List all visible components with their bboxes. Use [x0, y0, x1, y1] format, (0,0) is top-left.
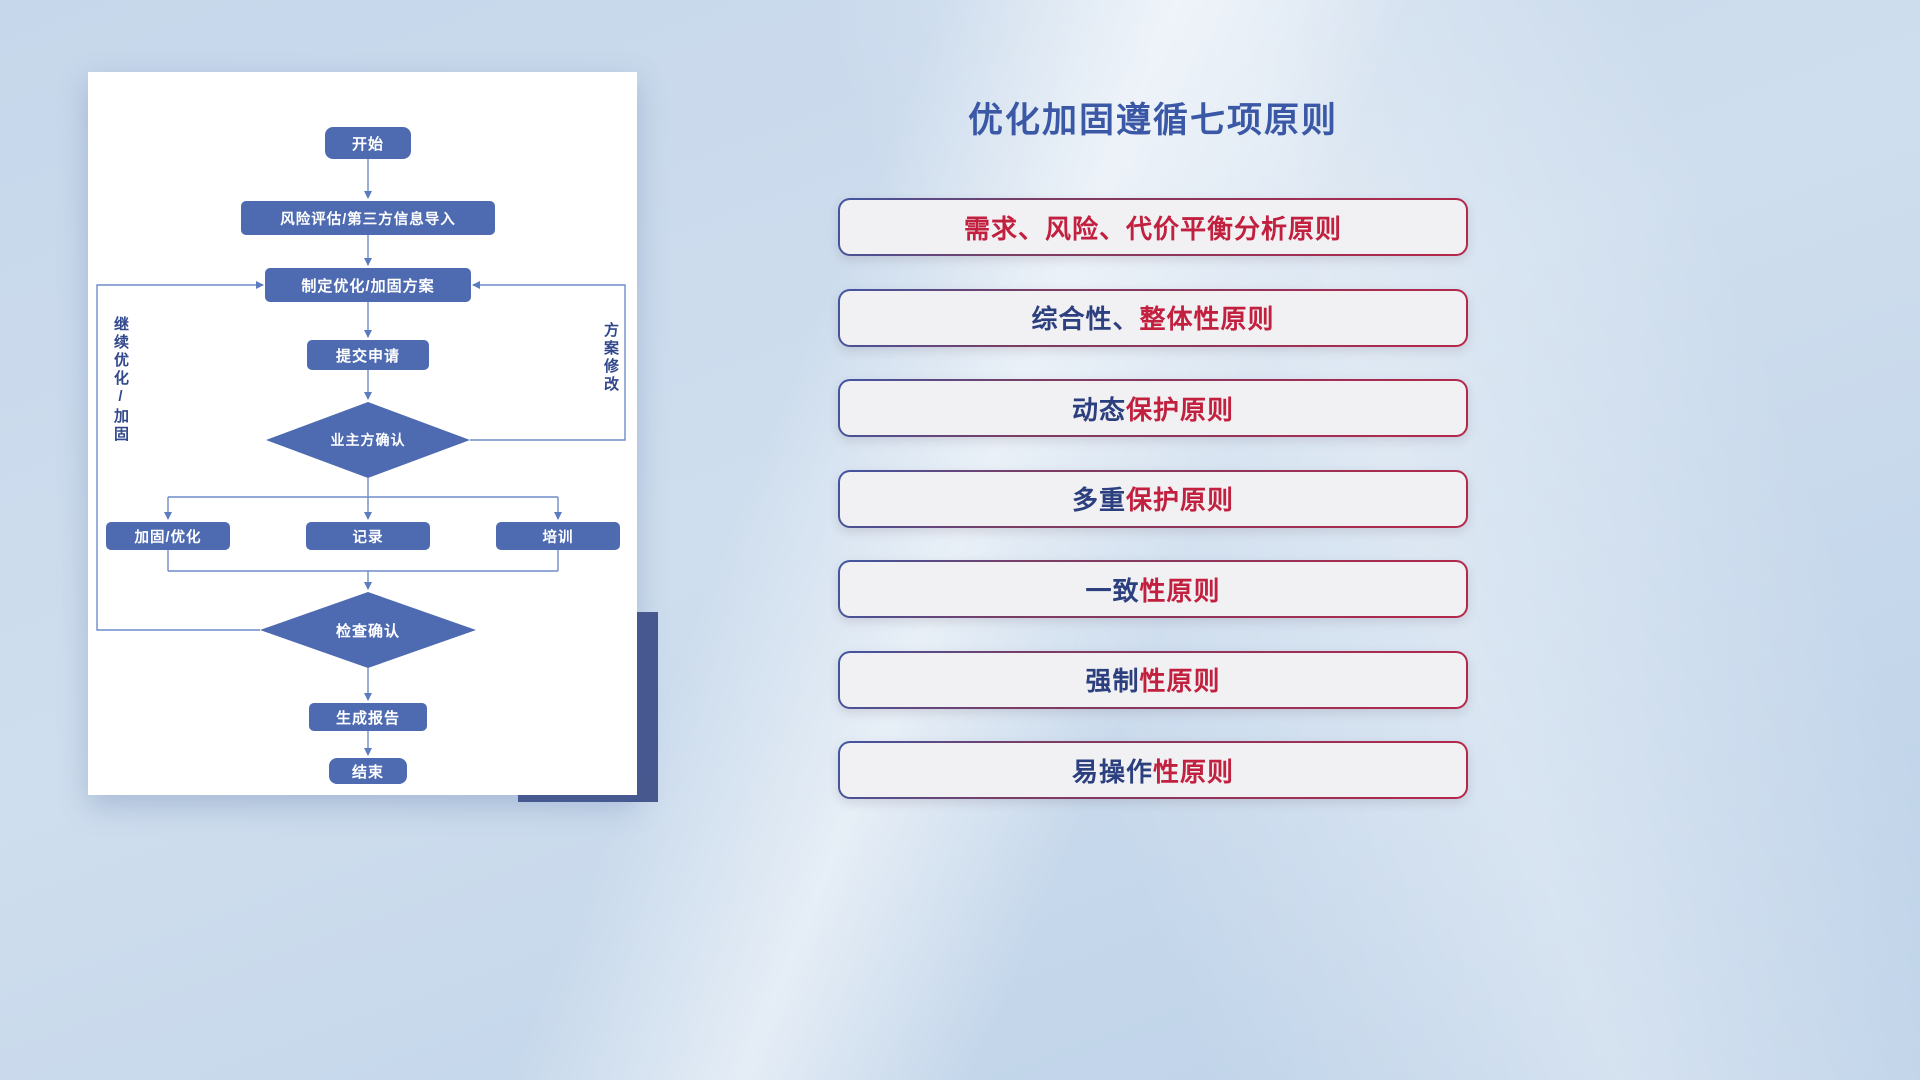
principle-text-red: 性原则: [1139, 575, 1221, 606]
loop-label-plan-revise: 方案修改: [602, 322, 619, 394]
principle-label: 动态保护原则: [840, 381, 1466, 435]
flow-node-owner-confirm: 业主方确认: [330, 432, 406, 448]
decision-diamond-owner-confirm: [266, 402, 470, 478]
principle-text-navy: 强制: [1085, 666, 1140, 696]
principle-item: 综合性、整体性原则: [838, 288, 1468, 347]
principle-text-red: 整体性原则: [1139, 304, 1275, 334]
principle-label: 一致性原则: [840, 562, 1466, 616]
principle-text-navy: 综合性、: [1031, 304, 1140, 334]
principle-item: 一致性原则: [838, 560, 1468, 618]
flow-node-risk-import: 风险评估/第三方信息导入: [241, 201, 495, 235]
flow-node-report: 生成报告: [309, 703, 427, 731]
principle-text-red: 保护原则: [1126, 394, 1235, 425]
flow-node-reinforce: 加固/优化: [106, 522, 230, 550]
principle-label: 强制性原则: [840, 652, 1466, 707]
principle-label: 多重保护原则: [840, 471, 1466, 526]
flow-node-make-plan: 制定优化/加固方案: [265, 268, 471, 302]
principle-item: 多重保护原则: [838, 469, 1468, 528]
principle-item: 动态保护原则: [838, 379, 1468, 437]
principle-text-red: 性原则: [1153, 756, 1235, 787]
connector-lines: [96, 159, 626, 756]
decision-diamond-check-confirm: [260, 592, 476, 668]
principle-label: 综合性、整体性原则: [840, 290, 1466, 345]
principles-title: 优化加固遵循七项原则: [967, 101, 1338, 140]
flowchart-connectors: [96, 159, 626, 756]
principle-text-red: 性原则: [1139, 666, 1221, 696]
principle-text-navy: 易操作: [1071, 756, 1153, 787]
flow-node-start: 开始: [325, 127, 411, 159]
principle-text-navy: 一致: [1085, 575, 1140, 606]
principle-item: 易操作性原则: [838, 741, 1468, 799]
principle-label: 易操作性原则: [840, 743, 1466, 797]
principle-text-red: 保护原则: [1126, 485, 1235, 515]
principle-text-navy: 多重: [1071, 485, 1126, 515]
principle-item: 强制性原则: [838, 650, 1468, 709]
principle-item: 需求、风险、代价平衡分析原则: [838, 198, 1468, 256]
flow-node-training: 培训: [496, 522, 620, 550]
flowchart-card: 开始 风险评估/第三方信息导入 制定优化/加固方案 提交申请 业主方确认 加固/…: [88, 72, 637, 795]
principle-label: 需求、风险、代价平衡分析原则: [840, 200, 1466, 254]
flow-node-check-confirm: 检查确认: [335, 622, 400, 640]
principles-list: 需求、风险、代价平衡分析原则 综合性、整体性原则 动态保护原则 多重保护原则 一…: [838, 198, 1468, 799]
flow-node-end: 结束: [329, 758, 407, 784]
flow-node-record: 记录: [306, 522, 430, 550]
principle-text-navy: 动态: [1071, 394, 1126, 425]
loop-label-continue-optimize: 继续优化/加固: [112, 316, 129, 444]
flow-node-submit: 提交申请: [307, 340, 429, 370]
principle-text-red: 需求、风险、代价平衡分析原则: [963, 213, 1342, 244]
